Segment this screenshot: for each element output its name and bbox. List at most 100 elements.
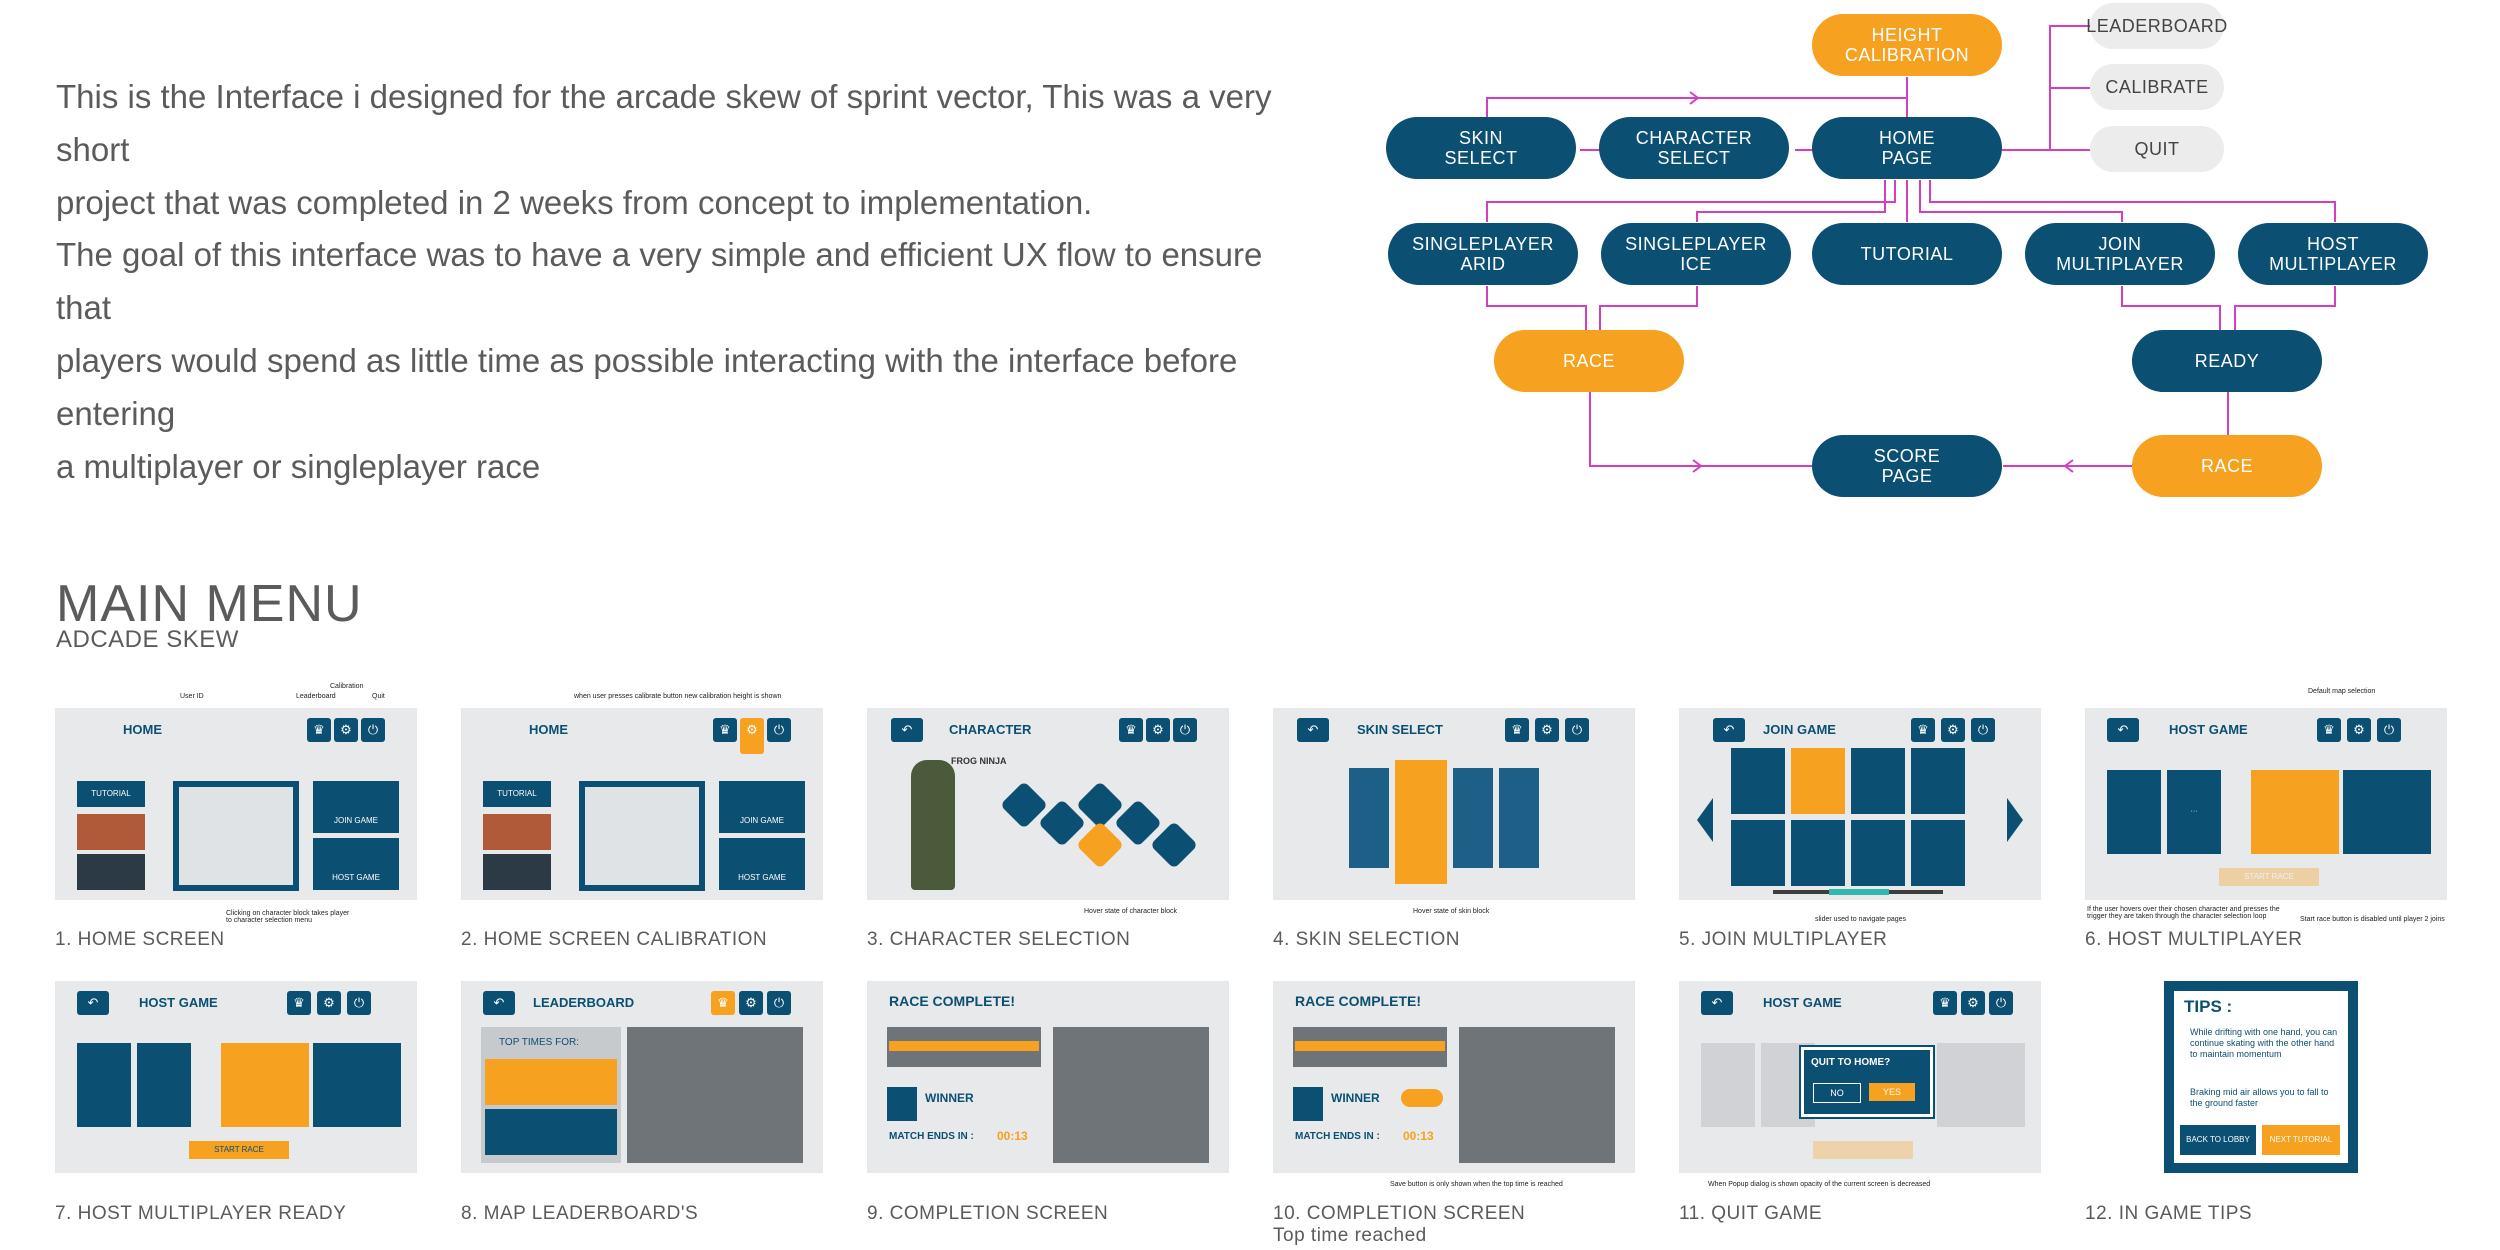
annotation-hover-skin: Hover state of skin block xyxy=(1413,908,1490,915)
back-icon: ↶ xyxy=(891,718,923,742)
gear-icon: ⚙ xyxy=(317,991,341,1015)
section-subtitle: ADCADE SKEW xyxy=(56,626,239,653)
power-icon: ⏻ xyxy=(361,718,385,742)
top-times-label: TOP TIMES FOR: xyxy=(499,1037,580,1048)
gear-icon: ⚙ xyxy=(740,718,764,754)
right-arrow-icon xyxy=(2007,798,2023,842)
annotation-clicking-char: Clicking on character block takes player… xyxy=(226,910,350,924)
winner-avatar xyxy=(1293,1087,1323,1121)
match-timer: 00:13 xyxy=(1403,1129,1434,1143)
caption-1: 1. HOME SCREEN xyxy=(55,929,225,950)
annotation-slider: slider used to navigate pages xyxy=(1815,916,1907,923)
player-card-hover xyxy=(1791,748,1845,814)
thumb-title: RACE COMPLETE! xyxy=(889,993,1015,1009)
power-icon: ⏻ xyxy=(2377,718,2401,742)
annotation-leaderboard: Leaderboard xyxy=(296,693,336,700)
node-tutorial: TUTORIAL xyxy=(1812,223,2002,285)
node-height-calibration: HEIGHT CALIBRATION xyxy=(1812,14,2002,76)
power-icon: ⏻ xyxy=(1565,718,1589,742)
character-image xyxy=(585,787,699,885)
node-singleplayer-ice: SINGLEPLAYER ICE xyxy=(1601,223,1791,285)
gear-icon: ⚙ xyxy=(739,991,763,1015)
back-icon: ↶ xyxy=(483,991,515,1015)
intro-line: players would spend as little time as po… xyxy=(56,342,1238,432)
join-game-block: JOIN GAME xyxy=(313,781,399,833)
intro-paragraph-1: This is the Interface i designed for the… xyxy=(56,70,1326,229)
character-image xyxy=(179,787,293,885)
trophy-icon: ♛ xyxy=(1505,718,1529,742)
player-card xyxy=(1911,748,1965,814)
page-slider-thumb xyxy=(1829,889,1889,895)
skin-card xyxy=(1349,768,1389,868)
skin-card-hover xyxy=(1395,760,1447,884)
trophy-icon: ♛ xyxy=(287,991,311,1015)
caption-12: 12. IN GAME TIPS xyxy=(2085,1203,2253,1224)
section-title: MAIN MENU xyxy=(56,575,363,633)
annotation-start-disabled: Start race button is disabled until play… xyxy=(2300,916,2445,923)
node-race-right: RACE xyxy=(2132,435,2322,497)
faded-course xyxy=(1937,1043,2025,1127)
power-icon: ⏻ xyxy=(767,718,791,742)
thumb-character-selection: ↶ CHARACTER ♛ ⚙ ⏻ FROG NINJA xyxy=(867,708,1229,900)
connector-join-ready xyxy=(2121,286,2221,330)
annotation-calibration: Calibration xyxy=(330,683,364,690)
annotation-save-note: Save button is only shown when the top t… xyxy=(1390,1181,1563,1188)
connector-home-host xyxy=(1929,180,2336,222)
thumb-title: HOME xyxy=(529,722,568,737)
skin-card xyxy=(1499,768,1539,868)
trophy-icon: ♛ xyxy=(307,718,331,742)
thumb-title: RACE COMPLETE! xyxy=(1295,993,1421,1009)
save-button xyxy=(1401,1089,1443,1107)
annotation-default-map: Default map selection xyxy=(2308,688,2376,695)
trophy-icon: ♛ xyxy=(1933,991,1957,1015)
character-name: FROG NINJA xyxy=(951,756,1007,766)
thumb-home-calibration: HOME ♛ ⚙ ⏻ TUTORIAL JOIN GAME HOST GAME xyxy=(461,708,823,900)
annotation-hover-char: Hover state of character block xyxy=(1084,908,1177,915)
arrowhead xyxy=(1689,91,1700,105)
tutorial-block: TUTORIAL xyxy=(483,781,551,807)
connector-options-bracket xyxy=(2049,25,2093,150)
thumb-home-screen: HOME ♛ ⚙ ⏻ TUTORIAL JOIN GAME HOST GAME xyxy=(55,708,417,900)
arrowhead xyxy=(2063,459,2074,473)
winner-label: WINNER xyxy=(1331,1091,1380,1105)
arrowhead xyxy=(1692,459,1703,473)
annotation-popup-note: When Popup dialog is shown opacity of th… xyxy=(1708,1181,1931,1188)
next-tutorial-button: NEXT TUTORIAL xyxy=(2262,1125,2340,1155)
node-host-multiplayer: HOST MULTIPLAYER xyxy=(2238,223,2428,285)
thumb-title: LEADERBOARD xyxy=(533,995,635,1010)
match-ends-label: MATCH ENDS IN : xyxy=(889,1131,974,1142)
thumb-completion: RACE COMPLETE! WINNER MATCH ENDS IN : 00… xyxy=(867,981,1229,1173)
connector-home-arid xyxy=(1486,180,1896,222)
map-arid xyxy=(485,1059,617,1105)
ice-map-block xyxy=(483,854,551,890)
player-result-row xyxy=(889,1041,1039,1051)
power-icon: ⏻ xyxy=(347,991,371,1015)
player-card xyxy=(1851,820,1905,886)
match-ends-label: MATCH ENDS IN : xyxy=(1295,1131,1380,1142)
thumb-in-game-tips: TIPS : While drifting with one hand, you… xyxy=(2164,981,2358,1173)
start-race-button: START RACE xyxy=(189,1141,289,1159)
player-slot xyxy=(77,1043,131,1127)
back-to-lobby-button: BACK TO LOBBY xyxy=(2180,1125,2256,1155)
node-race-left: RACE xyxy=(1494,330,1684,392)
character-hex xyxy=(1149,820,1199,870)
pill-calibrate: CALIBRATE xyxy=(2090,64,2224,110)
caption-10: 10. COMPLETION SCREEN Top time reached xyxy=(1273,1203,1525,1247)
intro-line: This is the Interface i designed for the… xyxy=(56,78,1272,168)
ice-map-block xyxy=(77,854,145,890)
faded-start-button xyxy=(1813,1141,1913,1159)
power-icon: ⏻ xyxy=(1971,718,1995,742)
host-game-block: HOST GAME xyxy=(313,838,399,890)
winner-label: WINNER xyxy=(925,1091,974,1105)
pill-leaderboard: LEADERBOARD xyxy=(2086,3,2227,49)
thumb-title: HOST GAME xyxy=(1763,995,1842,1010)
node-ready: READY xyxy=(2132,330,2322,392)
caption-7: 7. HOST MULTIPLAYER READY xyxy=(55,1203,347,1224)
trophy-icon: ♛ xyxy=(1911,718,1935,742)
start-race-button-disabled: START RACE xyxy=(2219,868,2319,886)
trophy-icon: ♛ xyxy=(1119,718,1143,742)
course-ice xyxy=(2343,770,2431,854)
player-card xyxy=(1911,820,1965,886)
gear-icon: ⚙ xyxy=(2347,718,2371,742)
connector-home-ice xyxy=(1696,180,1886,222)
